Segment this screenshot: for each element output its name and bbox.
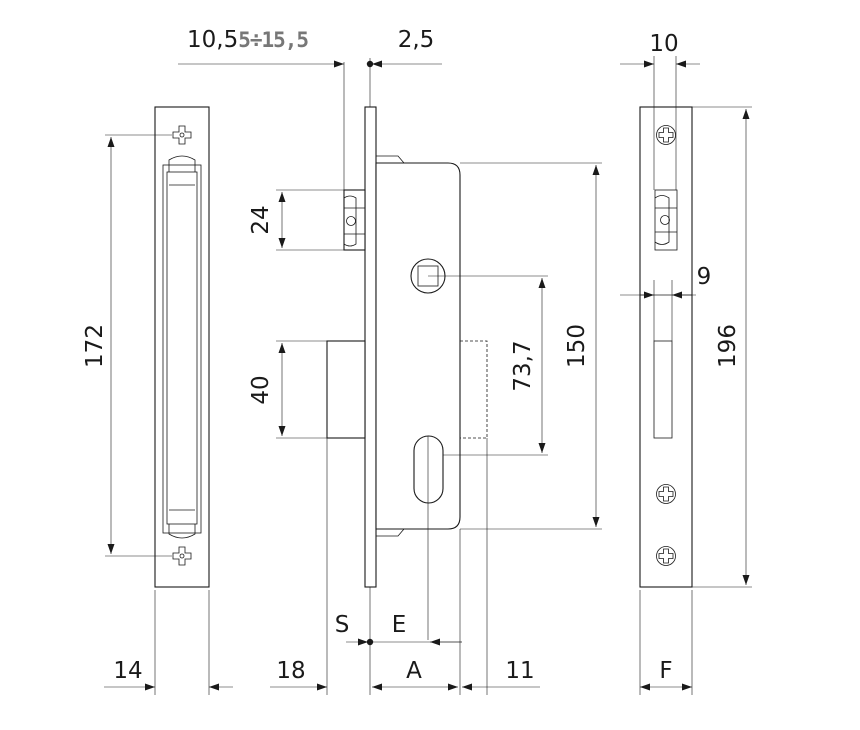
dimension-label-24: 24 [248,205,274,234]
front-plate-slot-inner [166,171,198,525]
front-plate-slot-outer [162,164,202,534]
dimension-label-18: 18 [276,658,305,684]
dimension-label-172: 172 [82,324,108,368]
screw-icon [656,546,676,566]
dimension-label-150: 150 [564,324,590,368]
dimension-label-a: A [406,658,422,684]
dimension-label-backset-range: 10,55÷15,5 [187,27,308,53]
front-plate-view: 172 14 [82,106,233,695]
lock-case [375,162,461,530]
side-plate-bolt-slot [653,340,673,439]
screw-icon [656,484,676,504]
screw-icon [172,125,192,145]
screw-icon [172,546,192,566]
dimension-label-f: F [659,658,672,684]
dimension-label-11: 11 [505,658,534,684]
dimension-label-73-7: 73,7 [510,340,536,391]
front-plate-slot-top-cap [168,155,196,172]
side-plate-view: 10 9 196 F [620,31,752,695]
lock-faceplate [364,106,377,588]
lock-body-view: 10,55÷15,5 2,5 24 40 73,7 150 S E [178,27,602,695]
dimension-label-9: 9 [697,264,712,290]
dimension-label-s: S [335,612,350,638]
latch-bolt [343,189,366,251]
dimension-label-10: 10 [649,31,678,57]
front-plate-slot-bottom-cap [168,524,196,539]
deadbolt [326,340,366,439]
screw-icon [656,125,676,145]
dimension-label-196: 196 [715,324,741,368]
cylinder-slot [413,435,444,504]
dimension-label-e: E [392,612,407,638]
dimension-label-2-5: 2,5 [398,27,435,53]
side-plate [639,106,693,588]
dimension-label-40: 40 [248,375,274,404]
dimension-label-14: 14 [113,658,142,684]
front-plate [154,106,210,588]
